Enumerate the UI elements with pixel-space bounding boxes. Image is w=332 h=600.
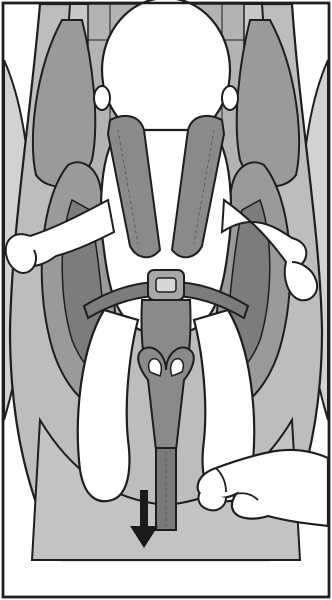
down-arrow-icon [130,490,158,548]
harness-lap-belt [82,281,250,320]
baby-left-hand [4,233,37,274]
baby-right-arm [220,198,308,268]
harness-left-shoulder-strap [106,114,162,259]
baby-right-hand [283,261,318,302]
baby-left-leg [76,308,140,503]
harness-right-shoulder-strap [170,114,226,259]
